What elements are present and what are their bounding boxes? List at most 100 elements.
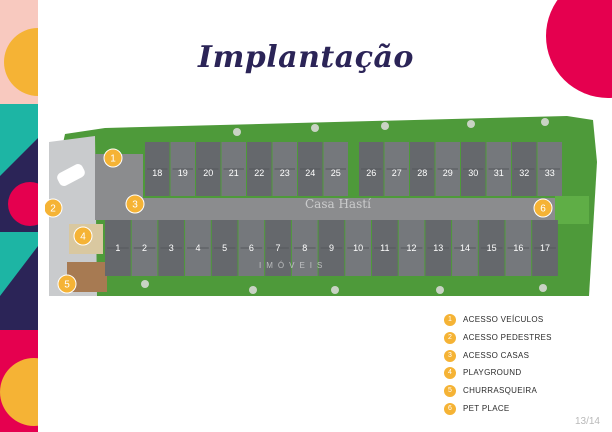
- legend-item-house-access: 3 ACESSO CASAS: [444, 349, 604, 367]
- page-title: Implantação: [198, 40, 414, 75]
- legend-badge: 5: [444, 385, 456, 398]
- housing-unit: 17: [532, 220, 558, 276]
- unit-number: 4: [195, 243, 200, 253]
- legend-label: ACESSO PEDESTRES: [463, 332, 552, 342]
- marker-number: 4: [80, 232, 86, 243]
- unit-number: 10: [353, 243, 363, 253]
- tree-icon: [436, 286, 444, 294]
- location-marker: 4: [73, 226, 93, 246]
- unit-number: 20: [203, 168, 213, 178]
- car-icon: [57, 164, 85, 186]
- housing-unit: 13: [425, 220, 452, 276]
- housing-unit: 7: [265, 220, 291, 276]
- unit-number: 21: [229, 168, 239, 178]
- page-number: 13/14: [574, 416, 600, 427]
- marker-number: 2: [50, 204, 56, 215]
- marker-number: 1: [110, 154, 116, 165]
- unit-number: 30: [468, 168, 478, 178]
- pet-place-area: [555, 196, 589, 224]
- legend: 1 ACESSO VEÍCULOS 2 ACESSO PEDESTRES 3 A…: [444, 313, 604, 420]
- housing-unit: 9: [318, 220, 345, 276]
- unit-number: 28: [417, 168, 427, 178]
- unit-number: 11: [380, 243, 389, 253]
- housing-unit: 32: [512, 142, 537, 196]
- housing-unit: 5: [211, 220, 238, 276]
- tree-icon: [311, 124, 319, 132]
- housing-unit: 11: [372, 220, 398, 276]
- watermark-text: Casa Hastí: [305, 197, 371, 211]
- legend-item-pedestrian-access: 2 ACESSO PEDESTRES: [444, 331, 604, 349]
- location-marker: 3: [125, 194, 145, 214]
- housing-unit: 14: [452, 220, 478, 276]
- housing-unit: 26: [359, 142, 384, 196]
- housing-unit: 29: [435, 142, 460, 196]
- marker-number: 6: [540, 204, 546, 215]
- housing-unit: 10: [345, 220, 371, 276]
- tree-icon: [381, 122, 389, 130]
- location-marker: 5: [57, 274, 77, 294]
- location-marker: 6: [533, 198, 553, 218]
- unit-number: 14: [460, 243, 470, 253]
- decorative-circle-right: [546, 0, 612, 98]
- legend-badge: 4: [444, 367, 456, 380]
- unit-number: 24: [305, 168, 315, 178]
- housing-unit: 16: [505, 220, 532, 276]
- marker-number: 5: [64, 280, 70, 291]
- legend-badge: 2: [444, 331, 456, 344]
- tree-icon: [467, 120, 475, 128]
- housing-unit: 30: [461, 142, 486, 196]
- unit-number: 2: [142, 243, 147, 253]
- housing-unit: 27: [384, 142, 409, 196]
- legend-badge: 3: [444, 349, 456, 362]
- tree-icon: [141, 280, 149, 288]
- housing-unit: 22: [247, 142, 272, 196]
- unit-number: 3: [169, 243, 174, 253]
- decorative-shapes: [0, 0, 38, 432]
- legend-item-playground: 4 PLAYGROUND: [444, 366, 604, 384]
- housing-unit: 31: [486, 142, 511, 196]
- unit-number: 22: [254, 168, 264, 178]
- legend-label: PET PLACE: [463, 403, 510, 413]
- marker-number: 3: [132, 200, 138, 211]
- legend-label: PLAYGROUND: [463, 368, 522, 378]
- housing-unit: 6: [238, 220, 265, 276]
- unit-number: 26: [366, 168, 376, 178]
- legend-badge: 6: [444, 402, 456, 415]
- unit-number: 13: [433, 243, 443, 253]
- housing-unit: 20: [196, 142, 221, 196]
- unit-number: 23: [280, 168, 290, 178]
- unit-number: 7: [276, 243, 281, 253]
- legend-item-pet-place: 6 PET PLACE: [444, 402, 604, 420]
- housing-unit: 12: [398, 220, 425, 276]
- unit-number: 9: [329, 243, 334, 253]
- decorative-left-strip: [0, 0, 38, 432]
- housing-unit: 28: [410, 142, 435, 196]
- housing-unit: 15: [478, 220, 505, 276]
- housing-unit: 8: [291, 220, 318, 276]
- housing-unit: 19: [170, 142, 195, 196]
- location-marker: 2: [45, 198, 63, 218]
- housing-unit: 3: [158, 220, 185, 276]
- unit-number: 15: [487, 243, 497, 253]
- tree-icon: [249, 286, 257, 294]
- legend-item-vehicle-access: 1 ACESSO VEÍCULOS: [444, 313, 604, 331]
- housing-unit: 4: [185, 220, 211, 276]
- housing-unit: 18: [145, 142, 170, 196]
- unit-number: 12: [407, 243, 417, 253]
- unit-number: 31: [494, 168, 504, 178]
- central-road: [95, 198, 583, 220]
- housing-unit: 21: [221, 142, 246, 196]
- legend-label: ACESSO CASAS: [463, 350, 530, 360]
- unit-number: 17: [540, 243, 550, 253]
- unit-number: 27: [392, 168, 402, 178]
- unit-number: 25: [331, 168, 341, 178]
- unit-number: 5: [222, 243, 227, 253]
- legend-badge: 1: [444, 314, 456, 326]
- unit-number: 19: [178, 168, 188, 178]
- legend-label: CHURRASQUEIRA: [463, 386, 538, 396]
- housing-unit: 33: [537, 142, 562, 196]
